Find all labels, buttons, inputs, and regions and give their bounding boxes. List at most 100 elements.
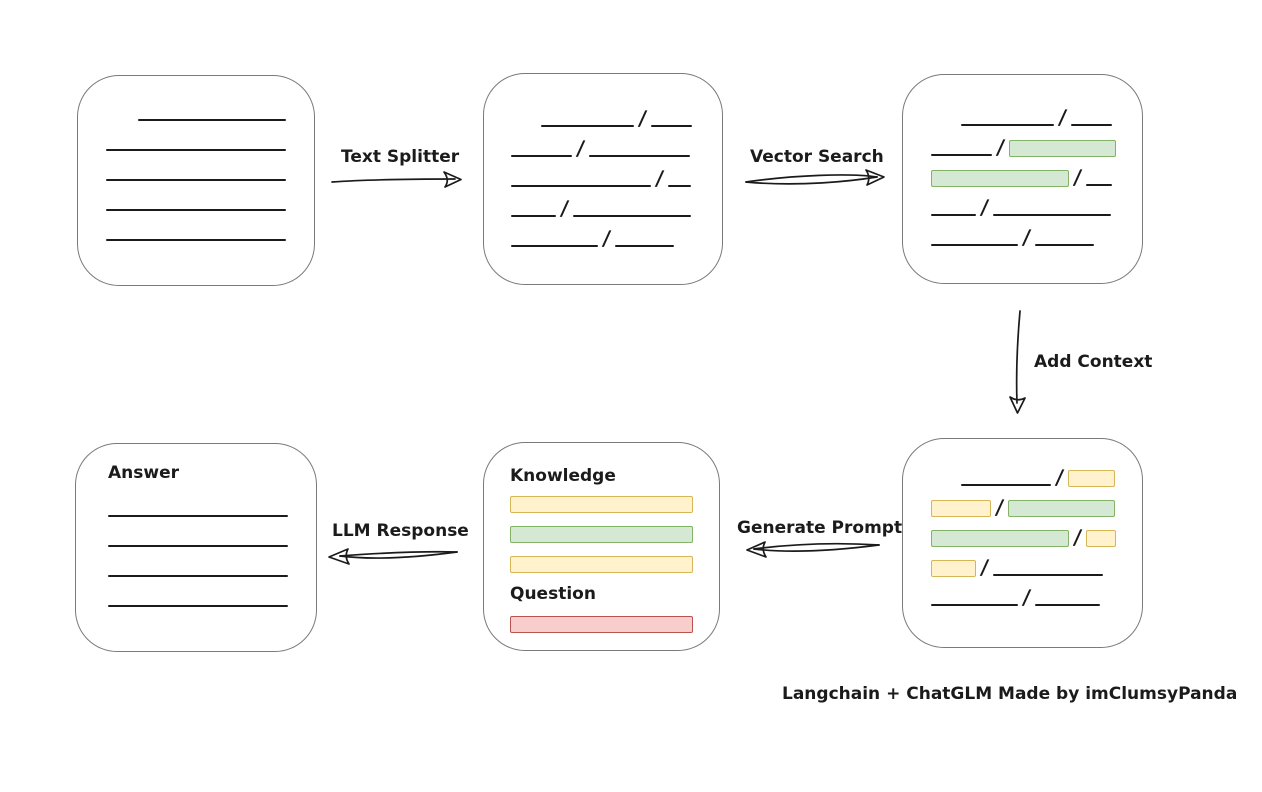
slash-separator: / (1021, 225, 1032, 249)
yellow-segment (931, 560, 976, 577)
line-segment (108, 605, 288, 607)
yellow-segment (931, 500, 991, 517)
segment-row: / (931, 495, 1142, 519)
slash-separator: / (1021, 585, 1032, 609)
line-segment (931, 214, 976, 216)
line-segment (138, 119, 286, 121)
line-segment (931, 244, 1018, 246)
line-segment (961, 124, 1054, 126)
slash-separator: / (654, 166, 665, 190)
slash-separator: / (995, 135, 1006, 159)
segment-row (106, 192, 314, 212)
segment-row: / (931, 135, 1142, 159)
segment-row (510, 523, 719, 543)
line-segment (106, 209, 286, 211)
slash-separator: / (637, 106, 648, 130)
llm-response-arrow (328, 548, 458, 565)
line-segment (615, 245, 675, 247)
generate-prompt-arrow (746, 541, 880, 558)
line-segment (961, 484, 1051, 486)
split-chunks-box: / / / / / (483, 73, 723, 285)
source-document-lines (106, 102, 314, 242)
vector-search-label: Vector Search (750, 147, 884, 167)
knowledge-bars (510, 493, 719, 573)
line-segment (1071, 124, 1113, 126)
slash-separator: / (979, 555, 990, 579)
segment-row: / (931, 585, 1142, 609)
line-segment (931, 604, 1018, 606)
knowledge-label: Knowledge (510, 466, 616, 486)
segment-row: / (961, 465, 1142, 489)
segment-row (108, 498, 316, 518)
segment-row (106, 222, 314, 242)
slash-separator: / (1057, 105, 1068, 129)
caption-text: Langchain + ChatGLM Made by imClumsyPand… (782, 684, 1238, 704)
line-segment (931, 154, 992, 156)
retrieved-chunks-lines: / / / / / (931, 105, 1142, 249)
segment-row: / (931, 525, 1142, 549)
line-segment (106, 179, 286, 181)
yellow-segment (510, 556, 693, 573)
line-segment (993, 214, 1112, 216)
green-segment (1008, 500, 1116, 517)
line-segment (651, 125, 693, 127)
yellow-segment (1086, 530, 1117, 547)
segment-row: / (511, 226, 722, 250)
line-segment (108, 515, 288, 517)
segment-row (108, 528, 316, 548)
slash-separator: / (575, 136, 586, 160)
line-segment (589, 155, 691, 157)
line-segment (511, 215, 556, 217)
segment-row: / (931, 225, 1142, 249)
slash-separator: / (994, 495, 1005, 519)
line-segment (668, 185, 692, 187)
segment-row (108, 558, 316, 578)
line-segment (1035, 244, 1095, 246)
line-segment (106, 239, 286, 241)
question-label: Question (510, 584, 596, 604)
segment-row: / (541, 106, 722, 130)
slash-separator: / (1072, 165, 1083, 189)
split-chunks-lines: / / / / / (511, 106, 722, 250)
yellow-segment (1068, 470, 1116, 487)
source-document-box (77, 75, 315, 286)
segment-row (138, 102, 314, 122)
line-segment (573, 215, 692, 217)
add-context-arrow (1009, 310, 1026, 414)
line-segment (1086, 184, 1113, 186)
segment-row: / (931, 195, 1142, 219)
segment-row (510, 493, 719, 513)
answer-lines (108, 498, 316, 608)
text-splitter-label: Text Splitter (341, 147, 460, 167)
context-chunks-lines: / / / / / (931, 465, 1142, 609)
slash-separator: / (559, 196, 570, 220)
segment-row (106, 132, 314, 152)
llm-response-label: LLM Response (332, 521, 469, 541)
add-context-label: Add Context (1034, 352, 1153, 372)
slash-separator: / (979, 195, 990, 219)
segment-row (106, 162, 314, 182)
red-segment (510, 616, 693, 633)
vector-search-arrow (745, 169, 885, 186)
green-segment (510, 526, 693, 543)
segment-row: / (931, 555, 1142, 579)
generate-prompt-label: Generate Prompt (737, 518, 903, 538)
segment-row: / (511, 166, 722, 190)
prompt-box: Knowledge Question (483, 442, 720, 651)
green-segment (1009, 140, 1117, 157)
retrieved-chunks-box: / / / / / (902, 74, 1143, 284)
segment-row: / (931, 165, 1142, 189)
line-segment (511, 245, 598, 247)
slash-separator: / (1072, 525, 1083, 549)
segment-row: / (511, 196, 722, 220)
segment-row: / (961, 105, 1142, 129)
line-segment (106, 149, 286, 151)
green-segment (931, 530, 1069, 547)
segment-row: / (511, 136, 722, 160)
question-bar (510, 613, 719, 633)
line-segment (108, 545, 288, 547)
slash-separator: / (1054, 465, 1065, 489)
line-segment (511, 155, 572, 157)
answer-box: Answer (75, 443, 317, 652)
